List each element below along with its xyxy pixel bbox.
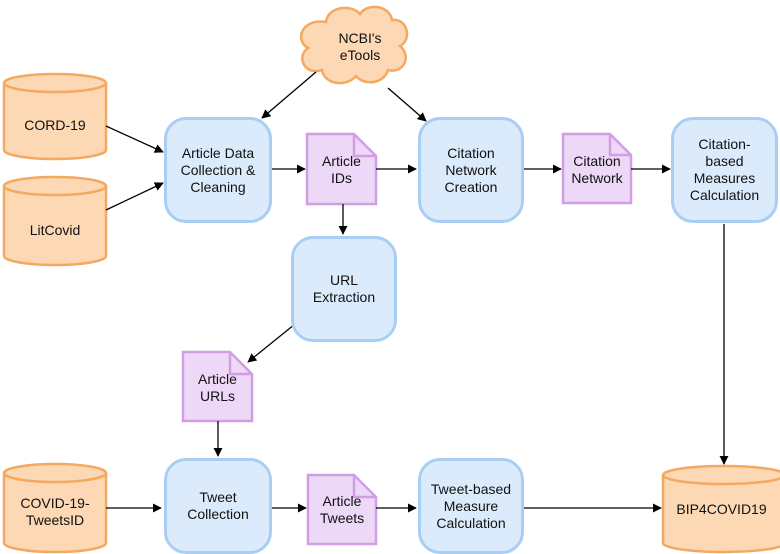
database-bip4covid19-label: BIP4COVID19 <box>676 500 767 517</box>
arrow-ncbi-to-article-data <box>261 71 317 119</box>
arrow-litcovid-to-article-data <box>105 182 164 211</box>
database-cord19 <box>2 72 108 161</box>
document-article-ids <box>305 132 378 206</box>
database-bip4covid19 <box>661 464 780 554</box>
database-covid-tweets <box>2 462 108 554</box>
document-citation-network-label: Citation Network <box>571 153 623 186</box>
cloud-ncbi <box>299 5 409 85</box>
cloud-ncbi-label: NCBI's eTools <box>338 30 382 63</box>
database-cord19-label: CORD-19 <box>24 116 86 133</box>
database-litcovid <box>2 175 108 267</box>
arrow-cord19-to-article-data <box>105 125 164 153</box>
arrow-ncbi-to-citation-creation <box>387 87 427 122</box>
process-tweet-collection: Tweet Collection <box>164 458 272 554</box>
process-url-extraction: URL Extraction <box>291 236 397 342</box>
process-article-data-collection: Article Data Collection & Cleaning <box>164 117 272 223</box>
process-citation-measures-calculation: Citation- based Measures Calculation <box>671 117 778 223</box>
document-article-tweets <box>306 473 378 546</box>
document-article-tweets-label: Article Tweets <box>319 493 365 526</box>
process-tweet-measure-calculation: Tweet-based Measure Calculation <box>418 458 524 554</box>
document-citation-network <box>561 132 633 205</box>
process-citation-network-creation: Citation Network Creation <box>418 117 524 223</box>
document-article-urls <box>181 350 254 423</box>
document-article-ids-label: Article IDs <box>322 153 361 186</box>
document-article-urls-label: Article URLs <box>198 371 237 404</box>
database-litcovid-label: LitCovid <box>29 221 81 238</box>
database-covid-tweets-label: COVID-19- TweetsID <box>20 495 90 528</box>
